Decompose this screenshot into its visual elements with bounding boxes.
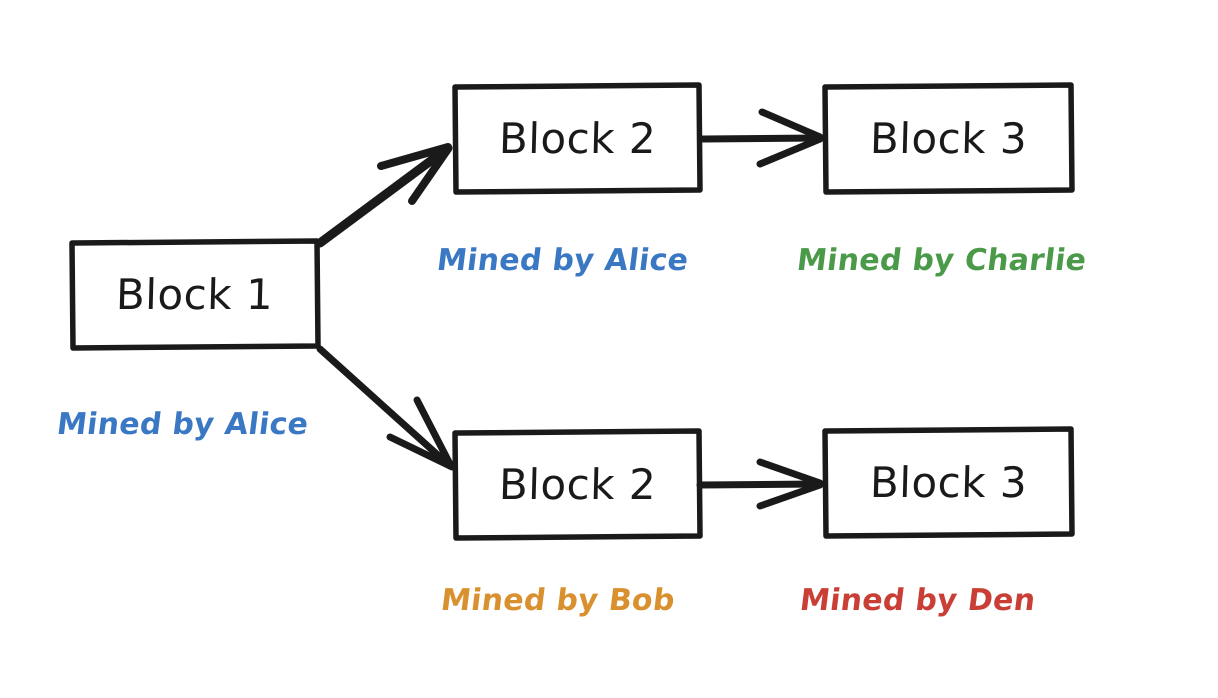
block3-bottom-label: Block 3 [869,457,1028,507]
block1-label: Block 1 [115,269,275,319]
arrow-block2-to-block3-bottom [696,458,824,510]
block3-bottom[interactable]: Block 3 [825,428,1072,536]
arrow-block1-to-block2-top [315,143,453,248]
miner-label-block1: Mined by Alice [54,407,311,442]
miner-label-block2-top: Mined by Alice [434,243,691,278]
miner-label-block3-bottom: Mined by Den [797,583,1038,618]
block2-bottom[interactable]: Block 2 [455,430,700,538]
arrow-block1-to-block2-bottom [316,345,456,471]
arrow-block2-to-block3-top [699,108,824,168]
block3-top[interactable]: Block 3 [825,84,1072,192]
block2-top[interactable]: Block 2 [455,84,700,192]
block3-top-label: Block 3 [869,113,1028,163]
miner-label-block3-top: Mined by Charlie [794,243,1089,278]
block2-bottom-label: Block 2 [498,459,657,509]
block2-top-label: Block 2 [498,113,657,163]
miner-label-block2-bottom: Mined by Bob [438,583,677,618]
block1[interactable]: Block 1 [72,240,318,348]
